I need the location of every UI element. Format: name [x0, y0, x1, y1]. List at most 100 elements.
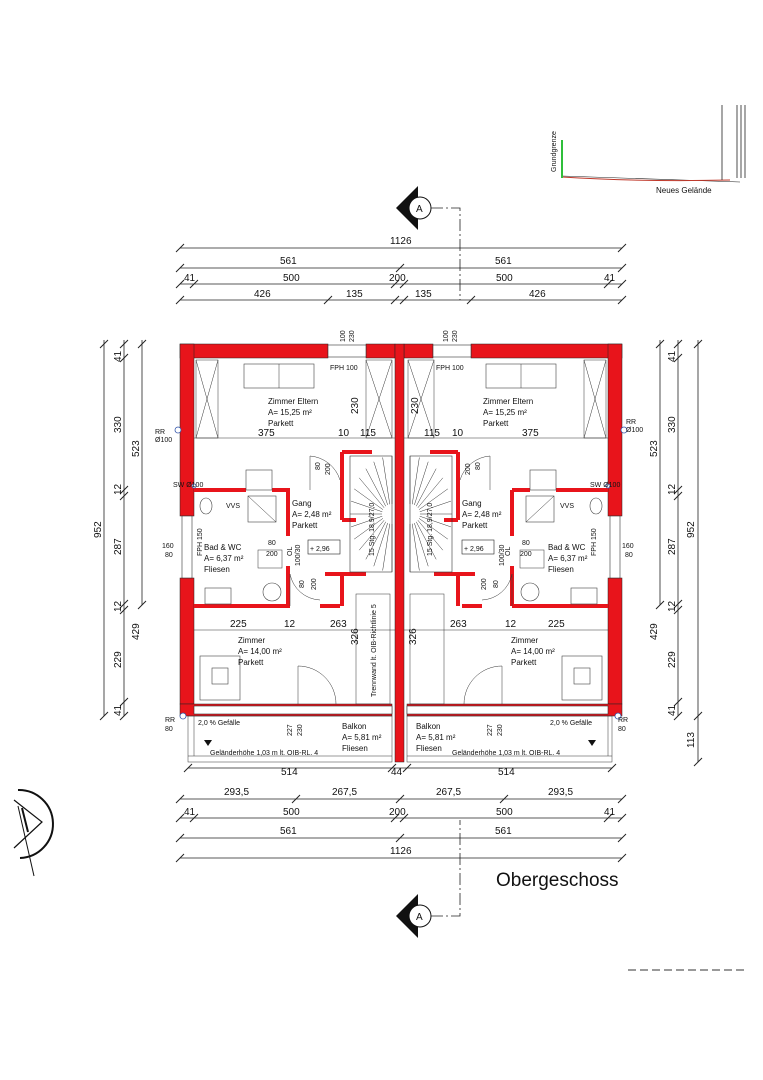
fph150-l: FPH 150: [197, 528, 204, 556]
room-zimmer-area-l: A= 14,00 m²: [238, 647, 282, 656]
dim-left-229: 229: [113, 651, 124, 668]
w160-r: 160: [622, 543, 634, 550]
dim-right-287: 287: [667, 538, 678, 555]
d230b-r: 230: [497, 724, 504, 736]
dim-top-total: 1126: [390, 236, 412, 247]
dimension-tick: [175, 794, 185, 804]
dim-right-total: 952: [686, 521, 697, 538]
room-eltern-area-l: A= 15,25 m²: [268, 408, 312, 417]
dim-top-561-r: 561: [495, 256, 512, 267]
d263-l: 263: [330, 619, 347, 630]
dimension-tick: [395, 833, 405, 843]
d12-r: 12: [505, 619, 517, 630]
dimension-tick: [617, 279, 627, 289]
dim-bottom-293-r: 293,5: [548, 787, 573, 798]
dimension-tick: [119, 697, 129, 707]
dim-top-41-l: 41: [184, 273, 196, 284]
d225-l: 225: [230, 619, 247, 630]
dimension-tick: [390, 813, 400, 823]
room-eltern-floor-r: Parkett: [483, 419, 509, 428]
d80c-l: 80: [299, 580, 306, 588]
section-marker-top: A: [396, 186, 461, 300]
dimension-tick: [399, 813, 409, 823]
d230b-l: 230: [297, 724, 304, 736]
dim-bottom-total: 1126: [390, 846, 412, 857]
dim-bottom-561-l: 561: [280, 826, 297, 837]
dim-right-41a: 41: [667, 350, 678, 362]
dimensions-bottom: 514 44 514 293,5 267,5 267,5 293,5 41 50…: [175, 763, 627, 863]
dim-right-523: 523: [649, 440, 660, 457]
dimensions-right: 952 41 330 12 287 12 229 41 523 429 113: [649, 339, 703, 767]
dim-bottom-200: 200: [389, 807, 406, 818]
d80-bottom-r: 80: [618, 726, 626, 733]
dim-left-429: 429: [131, 623, 142, 640]
dimension-tick: [673, 491, 683, 501]
dimensions-left: 952 41 330 12 287 12 229 41 523 429: [93, 339, 147, 721]
w160-l: 160: [162, 543, 174, 550]
dimension-tick: [673, 711, 683, 721]
dim-bottom-41-l: 41: [184, 807, 196, 818]
dim-bottom-514-r: 514: [498, 767, 515, 778]
dimension-tick: [399, 295, 409, 305]
dimension-tick: [693, 757, 703, 767]
dimension-tick: [119, 605, 129, 615]
dimension-tick: [390, 295, 400, 305]
dimension-tick: [693, 339, 703, 349]
d80c-r: 80: [493, 580, 500, 588]
ol-l: OL: [287, 547, 294, 556]
d326-r: 326: [408, 628, 419, 645]
dimension-tick: [603, 813, 613, 823]
h230-r: 230: [410, 397, 421, 414]
room-eltern-name-l: Zimmer Eltern: [268, 397, 318, 406]
dim-bottom-41-r: 41: [604, 807, 616, 818]
building-walls: [179, 343, 623, 763]
dimension-tick: [175, 243, 185, 253]
dimension-tick: [617, 295, 627, 305]
dimension-tick: [175, 853, 185, 863]
north-arrow-icon: [13, 788, 54, 877]
d200b-l: 200: [325, 463, 332, 475]
vvs-l: VVS: [226, 503, 240, 510]
dimension-tick: [673, 697, 683, 707]
labels-right-unit: Zimmer Eltern A= 15,25 m² Parkett Gang A…: [408, 330, 643, 757]
room-zimmer-area-r: A= 14,00 m²: [511, 647, 555, 656]
dimension-tick: [175, 263, 185, 273]
room-eltern-name-r: Zimmer Eltern: [483, 397, 533, 406]
dimension-tick: [189, 813, 199, 823]
dim-right-113: 113: [686, 732, 697, 748]
dimension-tick: [466, 295, 476, 305]
dim-bottom-44: 44: [391, 767, 403, 778]
room-bad-floor-l: Fliesen: [204, 565, 230, 574]
dim-bottom-514-l: 514: [281, 767, 298, 778]
dim-top-200: 200: [389, 273, 406, 284]
d225-r: 225: [548, 619, 565, 630]
d100-l: Ø100: [155, 437, 172, 444]
dim-right-429: 429: [649, 623, 660, 640]
dimension-tick: [119, 353, 129, 363]
ol-r: OL: [505, 547, 512, 556]
dimension-tick: [673, 599, 683, 609]
d200c-l: 200: [311, 578, 318, 590]
section-label-top: A: [416, 204, 423, 215]
dim-top-426-l: 426: [254, 289, 271, 300]
d80-bottom-l: 80: [165, 726, 173, 733]
d12-l: 12: [284, 619, 296, 630]
dimension-tick: [119, 491, 129, 501]
sw-r: SW Ø100: [590, 482, 620, 489]
room-gang-floor-l: Parkett: [292, 521, 318, 530]
staircase: [409, 455, 453, 573]
dimension-tick: [617, 853, 627, 863]
room-balkon-floor-r: Fliesen: [416, 744, 442, 753]
fph-l: FPH 100: [330, 365, 358, 372]
dimension-tick: [617, 813, 627, 823]
dim-bottom-500-r: 500: [496, 807, 513, 818]
dimension-tick: [387, 763, 397, 773]
level-r: + 2,96: [464, 546, 484, 553]
d227-l: 227: [287, 724, 294, 736]
dimension-tick: [499, 794, 509, 804]
room-zimmer-floor-r: Parkett: [511, 658, 537, 667]
fph-r: FPH 100: [436, 365, 464, 372]
rr-bottom-r: RR: [618, 717, 628, 724]
stair-note-l: 15 Stg. 18,9/27,0: [369, 503, 376, 556]
